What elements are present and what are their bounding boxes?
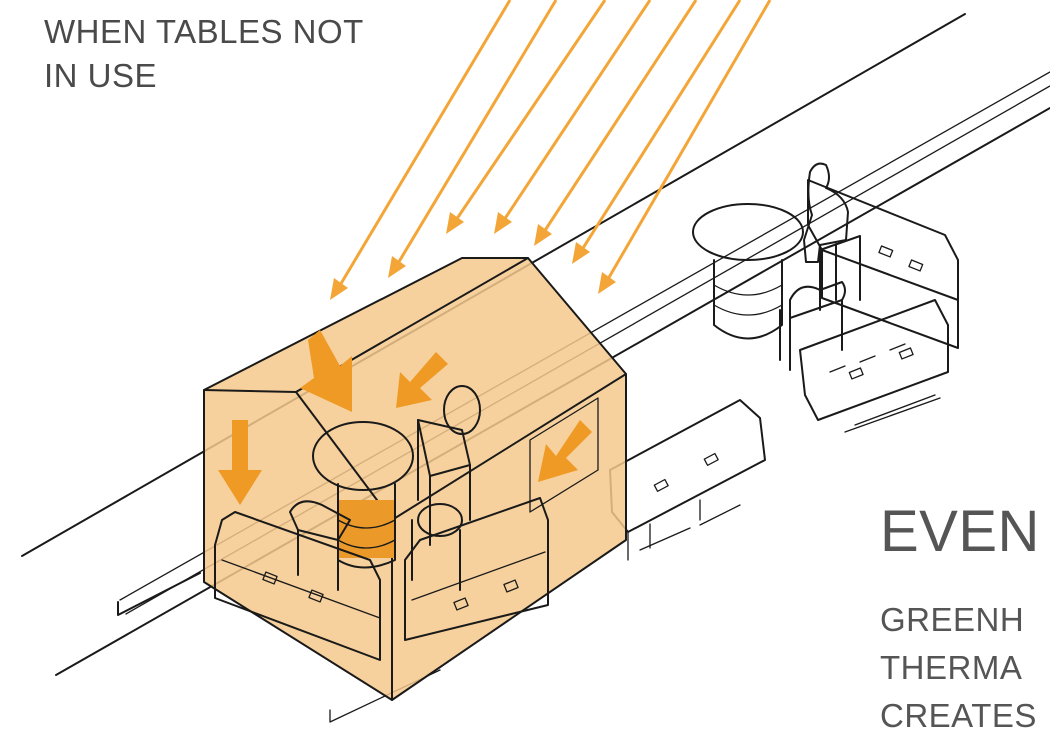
seated-person-icon: [803, 162, 849, 263]
greenhouse-enclosure: [203, 257, 627, 701]
table-icon: [312, 421, 414, 569]
right-seating-group: [692, 162, 959, 433]
interior-furniture: [289, 385, 481, 591]
sun-ray-arrow: [330, 278, 348, 300]
sun-rays: [330, 0, 772, 300]
section-text-line: GREENH: [880, 601, 1025, 638]
sun-ray-arrow: [598, 272, 616, 294]
chair-icon: [417, 385, 481, 546]
barrier-icon: [609, 399, 766, 561]
sun-ray-arrow: [534, 224, 552, 246]
section-text-line: CREATES: [880, 697, 1037, 734]
sun-ray-arrow: [388, 256, 406, 278]
section-text-line: THERMA: [880, 649, 1023, 686]
caption-line: IN USE: [44, 57, 158, 94]
section-title: EVEN: [880, 499, 1040, 564]
sun-ray-arrow: [494, 212, 512, 234]
caption-line: WHEN TABLES NOT: [44, 13, 364, 50]
barrier-icon: [214, 497, 549, 661]
heat-arrow: [300, 330, 352, 412]
heat-arrow: [218, 420, 262, 505]
heat-arrow: [396, 352, 448, 408]
caption-when-tables-not-in-use: WHEN TABLES NOT IN USE: [44, 10, 364, 98]
heat-arrow: [538, 420, 592, 482]
sun-ray-arrow: [446, 212, 464, 234]
barrier-icon: [799, 179, 959, 433]
table-icon: [692, 203, 804, 340]
chair-icon: [779, 235, 861, 371]
sun-ray-arrow: [572, 242, 590, 264]
heat-arrows: [218, 330, 592, 505]
